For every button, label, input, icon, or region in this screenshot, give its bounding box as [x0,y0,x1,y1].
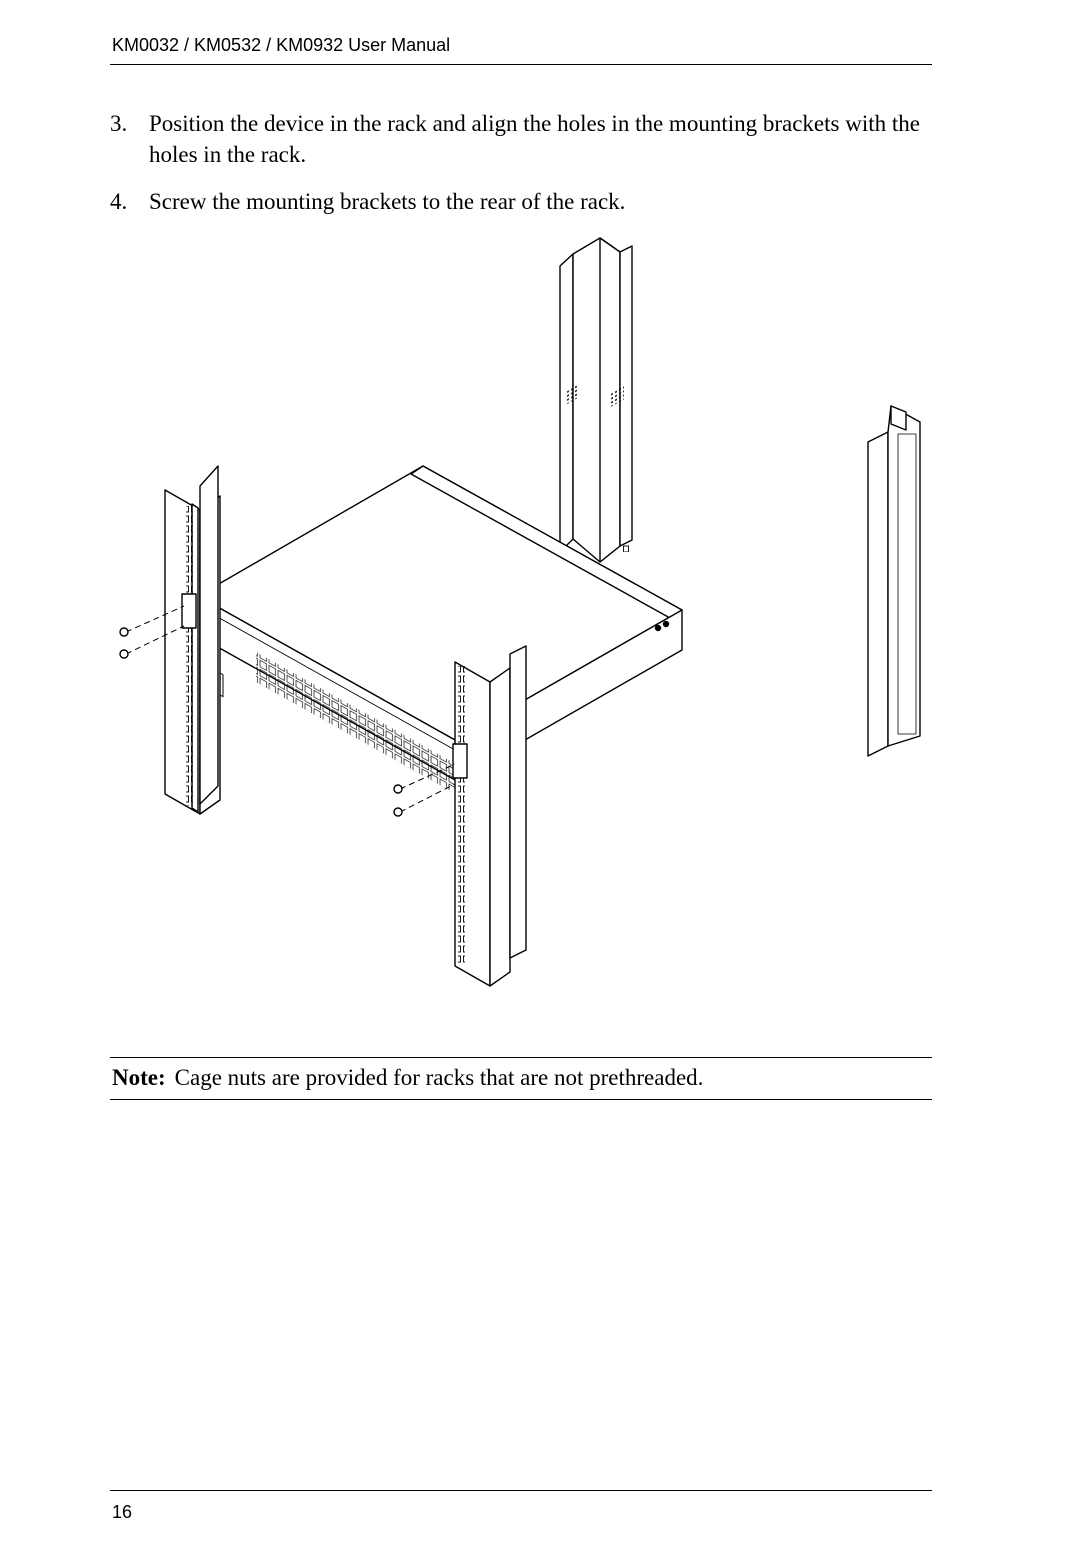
screws-right [393,763,456,817]
step-text: Screw the mounting brackets to the rear … [149,189,626,214]
screws-left [119,605,185,659]
rack-mount-illustration [119,237,921,987]
note-rule-bottom [110,1099,932,1100]
note-rule-top [110,1057,932,1058]
note: Note: Cage nuts are provided for racks th… [112,1065,703,1091]
note-label: Note: [112,1065,166,1090]
rack-post-far-right [867,405,921,757]
page-number: 16 [112,1502,133,1522]
step-number: 4. [110,189,128,214]
mounting-bracket-right [452,743,468,779]
step-text: Position the device in the rack and alig… [149,111,920,167]
mounting-bracket-left [181,593,197,629]
running-header: KM0032 / KM0532 / KM0932 User Manual [112,35,451,55]
rack-post-front-left [164,465,221,815]
note-text: Cage nuts are provided for racks that ar… [174,1065,704,1090]
header-rule [110,64,932,65]
footer-rule [110,1490,932,1491]
step-number: 3. [110,111,128,136]
step-3: 3. Position the device in the rack and a… [110,108,940,172]
step-4: 4. Screw the mounting brackets to the re… [110,186,940,218]
rack-post-front-right [454,645,527,987]
